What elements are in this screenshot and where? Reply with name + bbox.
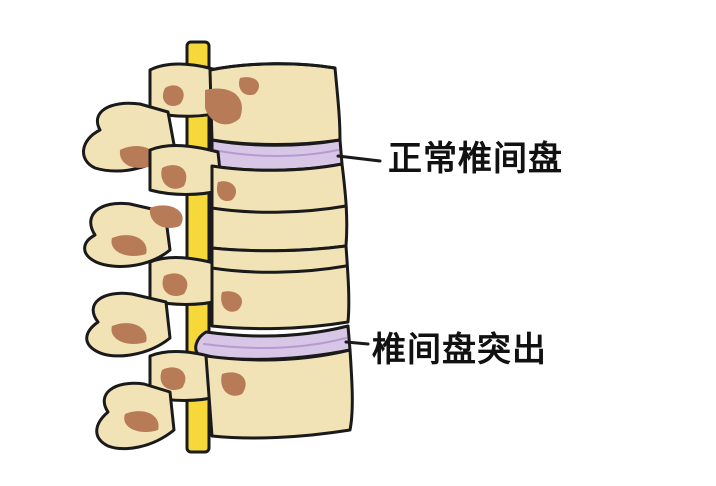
pointer-line-herniated (344, 340, 370, 346)
vertebra-1 (82, 62, 342, 173)
pointer-line-normal (336, 154, 382, 163)
herniated-disc-label: 椎间盘突出 (372, 330, 547, 370)
normal-disc-label: 正常椎间盘 (388, 139, 563, 179)
vertebra-3 (85, 244, 351, 358)
vertebra-4 (95, 348, 354, 451)
